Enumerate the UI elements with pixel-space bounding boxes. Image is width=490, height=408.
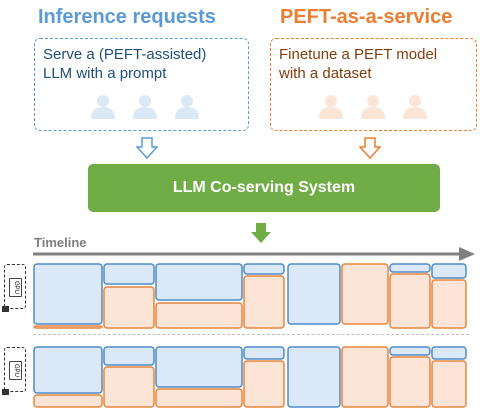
finetune-block — [431, 279, 467, 329]
finetune-block — [155, 302, 243, 329]
inference-block — [287, 263, 341, 325]
inference-block — [103, 263, 155, 285]
inference-block — [431, 346, 467, 360]
user-icon — [319, 95, 343, 119]
gpu-slot-marker — [2, 306, 9, 312]
inference-block — [33, 346, 103, 394]
finetune-block — [243, 360, 285, 408]
peft-description: Finetune a PEFT model with a dataset — [279, 45, 437, 83]
finetune-block — [389, 273, 431, 329]
finetune-block — [103, 286, 155, 329]
user-icon — [91, 95, 115, 119]
inference-block — [389, 263, 431, 273]
system-output-arrow-icon — [251, 223, 271, 243]
inference-block — [287, 346, 341, 408]
gpu-row-1 — [33, 263, 467, 329]
finetune-block — [243, 275, 285, 329]
finetune-block — [431, 360, 467, 408]
timeline-arrow-icon — [33, 247, 475, 261]
inference-requests-box: Serve a (PEFT-assisted) LLM with a promp… — [34, 38, 249, 131]
finetune-block — [341, 263, 389, 325]
inference-block — [33, 263, 103, 325]
user-icon — [403, 95, 427, 119]
gpu-chip-1: GPU — [9, 278, 22, 297]
inference-block — [431, 263, 467, 279]
timeline-label: Timeline — [34, 235, 87, 250]
inference-text-line1: Serve a (PEFT-assisted) — [43, 46, 207, 63]
inference-arrow-icon — [136, 137, 158, 159]
finetune-block — [103, 366, 155, 408]
peft-users — [317, 93, 429, 119]
peft-text-line1: Finetune a PEFT model — [279, 46, 438, 63]
inference-block — [243, 346, 285, 360]
system-label: LLM Co-serving System — [172, 179, 356, 196]
finetune-block — [33, 394, 103, 408]
inference-requests-title: Inference requests — [38, 6, 216, 28]
gpu-slot-1: GPU — [2, 264, 26, 312]
peft-text-line2: with a dataset — [279, 65, 372, 82]
finetune-block — [33, 325, 103, 329]
inference-block — [155, 263, 243, 301]
peft-arrow-icon — [359, 137, 381, 159]
finetune-block — [341, 346, 389, 408]
row-separator — [33, 334, 469, 335]
inference-block — [243, 263, 285, 275]
user-icon — [361, 95, 385, 119]
inference-text-line2: LLM with a prompt — [43, 65, 167, 82]
gpu-row-2 — [33, 346, 467, 408]
inference-block — [103, 346, 155, 366]
finetune-block — [155, 388, 243, 408]
peft-as-a-service-title: PEFT-as-a-service — [280, 6, 453, 28]
llm-co-serving-system: LLM Co-serving System — [88, 164, 440, 212]
peft-as-a-service-box: Finetune a PEFT model with a dataset — [270, 38, 477, 131]
user-icon — [175, 95, 199, 119]
inference-requests-description: Serve a (PEFT-assisted) LLM with a promp… — [43, 45, 206, 83]
gpu-slot-2: GPU — [2, 347, 26, 395]
user-icon — [133, 95, 157, 119]
gpu-slot-marker — [2, 389, 9, 395]
gpu-chip-2: GPU — [9, 361, 22, 380]
inference-block — [389, 346, 431, 356]
finetune-block — [389, 356, 431, 408]
inference-block — [155, 346, 243, 388]
inference-users — [89, 93, 201, 119]
